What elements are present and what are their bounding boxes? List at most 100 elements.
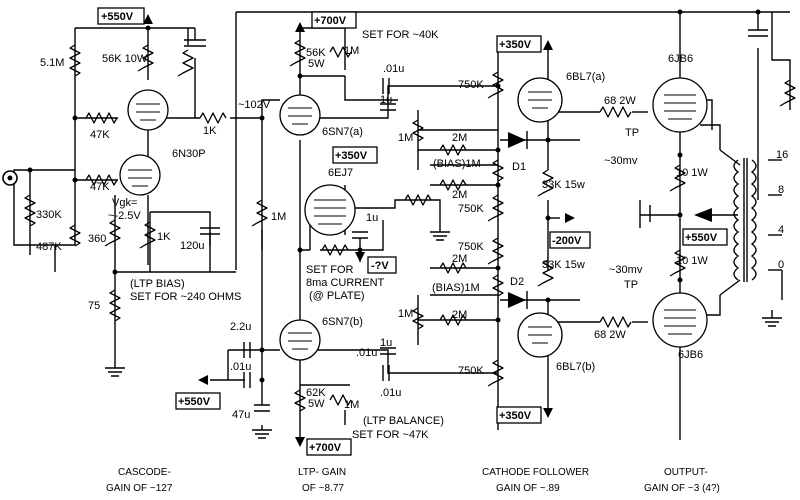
supply-550-bottom: +550V xyxy=(178,396,211,408)
tubes xyxy=(119,77,708,361)
resistor-33k-a xyxy=(537,169,554,197)
diodes xyxy=(508,131,528,309)
diode-d2-symbol xyxy=(508,292,526,308)
resistor-10-a xyxy=(669,164,686,192)
resistor-75 xyxy=(109,289,121,322)
label-6jb6-a: 6JB6 xyxy=(668,53,693,65)
label-tp-b-mv: ~30mv xyxy=(609,264,643,276)
label-1k-cascode: 1K xyxy=(203,125,217,137)
resistor-10-b xyxy=(669,249,686,277)
label-56k-5w: 5W xyxy=(308,58,325,70)
capacitor-1u-6ej7 xyxy=(352,231,368,239)
caption-cascode-1: CASCODE- xyxy=(118,467,171,478)
tube-6jb6a-symbol xyxy=(652,77,708,133)
transformer-arrow-icon xyxy=(694,208,712,222)
resistor-1m-set xyxy=(329,46,352,58)
ground-icon xyxy=(762,310,782,327)
label-6sn7b: 6SN7(b) xyxy=(322,316,363,328)
resistor-47k-b xyxy=(85,174,118,186)
resistor-2m-2 xyxy=(439,179,467,191)
resistor-bias-1 xyxy=(492,159,504,182)
resistor-750k-4 xyxy=(487,359,504,387)
label-1m-set: 1M xyxy=(344,45,359,57)
label-120u: 120u xyxy=(180,240,204,252)
resistor-1k-cas xyxy=(199,112,227,124)
label-d1: D1 xyxy=(512,161,526,173)
supply-minus-200: -200V xyxy=(552,235,582,247)
label-bias-1: (BIAS)1M xyxy=(433,158,481,170)
label-tp-a: TP xyxy=(625,127,639,139)
supply-350-top: +350V xyxy=(499,39,532,51)
label-1m-ca: 1M xyxy=(398,132,413,144)
resistor-top-right xyxy=(779,79,796,107)
resistors xyxy=(24,39,796,412)
caption-cf-2: GAIN OF ~.89 xyxy=(496,483,560,494)
label-6jb6-b: 6JB6 xyxy=(678,349,703,361)
label-5m1: 5.1M xyxy=(40,57,64,69)
resistor-360 xyxy=(104,219,121,247)
capacitors xyxy=(184,29,768,412)
label-at-plate: (@ PLATE) xyxy=(309,290,365,302)
label-68-a: 68 2W xyxy=(604,95,636,107)
resistor-750k-1 xyxy=(487,71,504,99)
label-8ma-current: 8ma CURRENT xyxy=(306,277,385,289)
capacitor-01u-c xyxy=(382,365,390,381)
tube-6jb6b-symbol xyxy=(652,292,708,348)
capacitor-2u2 xyxy=(243,342,251,358)
label-bias-2: (BIAS)1M xyxy=(432,282,480,294)
component-labels: 5.1M 56K 10W 47K 47K 1K 6N30P Vgk= ~-2.5… xyxy=(36,29,788,441)
caption-output-2: GAIN OF ~3 (4?) xyxy=(644,483,720,494)
label-1u-b: 1u xyxy=(380,337,392,349)
label-vgk-2: ~-2.5V xyxy=(108,210,141,222)
caption-cf-1: CATHODE FOLLOWER xyxy=(482,467,589,478)
label-47k-a: 47K xyxy=(90,129,110,141)
tube-6ej7-symbol xyxy=(304,184,356,236)
capacitor-120u xyxy=(200,227,220,235)
tube-6n30p-upper xyxy=(127,89,169,131)
label-1m-cb: 1M xyxy=(398,308,413,320)
label-360: 360 xyxy=(88,233,106,245)
label-750k-2: 750K xyxy=(458,203,484,215)
caption-ltp-1: LTP- GAIN xyxy=(298,467,346,478)
supply-550-top: +550V xyxy=(101,11,134,23)
tube-6n30p-lower xyxy=(119,154,161,196)
label-62k-5w: 5W xyxy=(308,398,325,410)
resistor-330k xyxy=(24,194,36,227)
label-750k-3: 750K xyxy=(458,241,484,253)
resistor-cas-grid xyxy=(177,49,194,77)
resistor-487k xyxy=(69,224,81,247)
diode-d1-symbol xyxy=(508,132,526,148)
label-75: 75 xyxy=(88,300,100,312)
label-tap-4: 4 xyxy=(778,224,784,236)
caption-cascode-2: GAIN OF ~127 xyxy=(106,483,173,494)
stage-captions: CASCODE- GAIN OF ~127 LTP- GAIN OF ~8.77… xyxy=(106,467,720,494)
label-ltp-bias: (LTP BIAS) xyxy=(130,278,185,290)
resistor-5m1 xyxy=(69,44,81,77)
supply-minus-unknown: -?V xyxy=(371,260,389,272)
supply-700-top: +700V xyxy=(314,15,347,27)
resistor-56k5w xyxy=(289,39,306,67)
label-6bl7a: 6BL7(a) xyxy=(566,71,605,83)
label-62k: 62K xyxy=(306,387,326,399)
resistor-2m-4 xyxy=(439,314,467,326)
resistor-6ej7-plate xyxy=(404,194,432,206)
arrow-right-icon xyxy=(565,213,575,223)
ground-icon xyxy=(430,230,450,241)
label-1m-bal: 1M xyxy=(344,399,359,411)
resistor-2m-3 xyxy=(439,262,467,274)
resistor-2m-1 xyxy=(439,144,467,156)
resistor-1m-ltp xyxy=(251,199,268,227)
ground-icon xyxy=(252,425,272,439)
supply-arrows xyxy=(143,14,575,447)
arrow-left-icon xyxy=(198,375,208,385)
resistor-750k-2 xyxy=(487,194,504,222)
label-2m-4: 2M xyxy=(452,309,467,321)
capacitor-47u xyxy=(254,404,270,412)
wiring xyxy=(13,11,791,440)
capacitor-1u-a xyxy=(380,103,396,111)
resistor-bias-2 xyxy=(492,274,504,297)
label-33k-a: 33K 15w xyxy=(542,179,585,191)
caption-output-1: OUTPUT- xyxy=(664,467,708,478)
label-tp-a-mv: ~30mv xyxy=(604,155,638,167)
